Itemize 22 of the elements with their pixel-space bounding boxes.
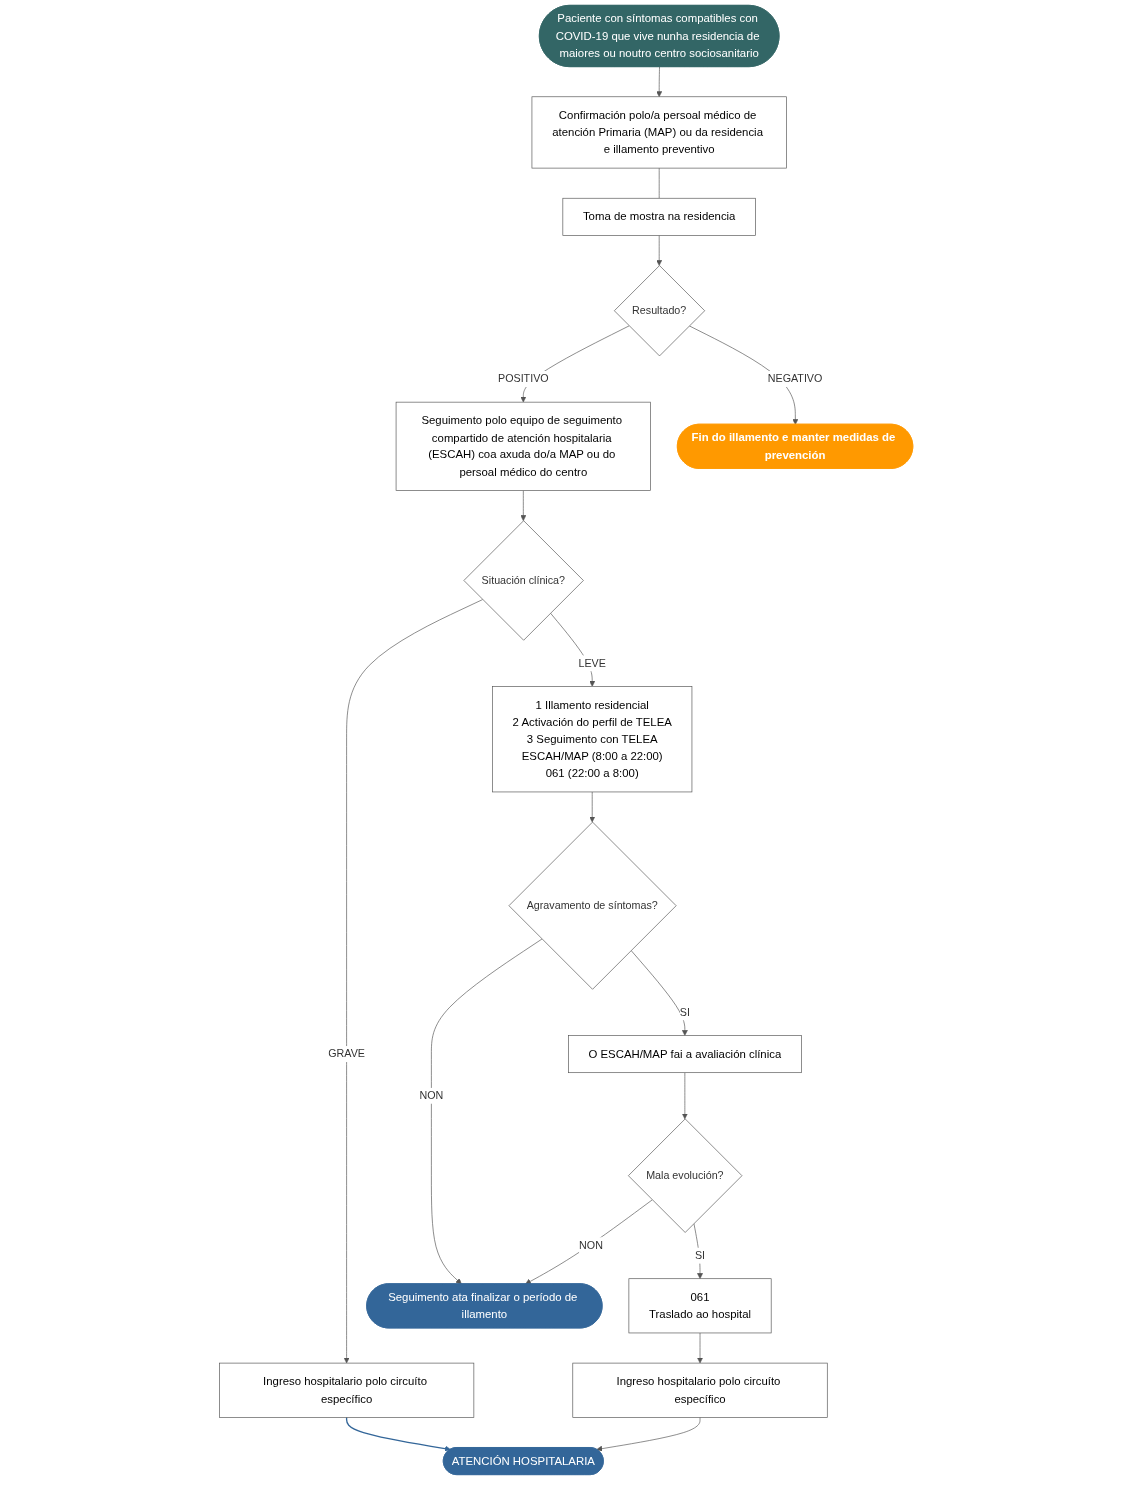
connector — [658, 167, 660, 199]
node-box: 061 Traslado ao hospital — [628, 1278, 772, 1334]
edge-label: LEVE — [578, 657, 606, 669]
node-diamond: Situación clínica? — [463, 520, 584, 641]
edge-label: NON — [579, 1239, 603, 1251]
node-box: O ESCAH/MAP fai a avaliación clínica — [567, 1035, 802, 1073]
node-box: Toma de mostra na residencia — [562, 197, 756, 236]
node-box: Seguimento polo equipo de seguimento compartido de atención hospitalaria (ESCAH) coa axuda do/a MAP ou do persoal médico do centro — [395, 401, 651, 491]
node-box: 1 Illamento residencial 2 Activación do perfil de TELEA 3 Seguimento con TELEA ESCAH/MAP (8:00 a 22:00) 061 (22:00 a 8:00) — [492, 686, 693, 793]
node-diamond: Mala evolución? — [628, 1118, 743, 1233]
node-diamond: Resultado? — [613, 265, 705, 357]
node-diamond: Agravamento de síntomas? — [508, 821, 677, 990]
edge-label: NEGATIVO — [767, 373, 823, 385]
edge-label: NON — [419, 1089, 444, 1102]
node-box: Confirmación polo/a persoal médico de atención Primaria (MAP) ou da residencia e illamento preventivo — [531, 96, 787, 169]
node-box: Ingreso hospitalario polo circuíto específico — [572, 1362, 828, 1418]
arrow — [345, 1416, 451, 1452]
edge-label: POSITIVO — [497, 373, 549, 385]
edge-label: SI — [679, 1006, 690, 1018]
edge-label: GRAVE — [328, 1048, 365, 1060]
edge-label: SI — [694, 1249, 706, 1261]
node-box: Ingreso hospitalario polo circuíto específico — [218, 1362, 475, 1418]
